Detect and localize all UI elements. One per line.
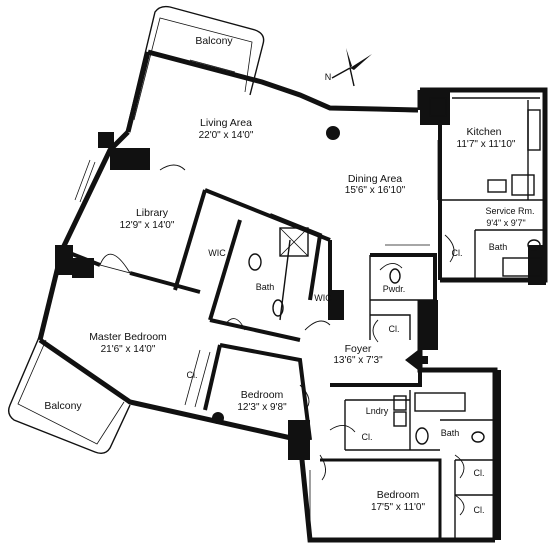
- living-area-dims: 22'0" x 14'0": [199, 130, 254, 141]
- service-bath-label: Bath: [489, 242, 508, 252]
- balcony-bottom-outline: [7, 334, 131, 455]
- sink-master: [272, 299, 284, 317]
- living-area-label: Living Area: [200, 117, 252, 129]
- powder-room-label: Pwdr.: [383, 284, 406, 294]
- service-room-label: Service Rm.: [485, 206, 534, 216]
- tub-bedroom: [414, 392, 466, 412]
- closet-service-label: Cl.: [452, 248, 463, 258]
- library-label: Library: [136, 207, 169, 219]
- tub-service: [502, 257, 542, 277]
- closet-bedroom2-b-label: Cl.: [474, 505, 485, 515]
- wic-label-2: WIC: [314, 293, 332, 303]
- library-dims: 12'9" x 14'0": [120, 220, 175, 231]
- entry-arrow-icon: [405, 350, 428, 370]
- compass-icon: N: [325, 48, 372, 87]
- balcony-top-outline: [127, 5, 265, 126]
- foyer-label: Foyer: [345, 343, 372, 355]
- windows: [41, 59, 439, 520]
- bedroom-1-dims: 12'3" x 9'8": [237, 402, 287, 413]
- wic-label-1: WIC: [208, 248, 226, 258]
- master-bedroom-label: Master Bedroom: [89, 331, 167, 343]
- closet-foyer-label: Cl.: [389, 324, 400, 334]
- balcony-bottom-label: Balcony: [44, 400, 82, 412]
- kitchen-dims: 11'7" x 11'10": [457, 139, 516, 150]
- compass-north-label: N: [325, 72, 332, 82]
- closet-bedroom2-a-label: Cl.: [474, 468, 485, 478]
- service-room-dims: 9'4" x 9'7": [486, 218, 525, 228]
- column-dining: [326, 126, 340, 140]
- closet-laundry-label: Cl.: [362, 432, 373, 442]
- bedroom-bath-label: Bath: [441, 428, 460, 438]
- master-bath-label: Bath: [256, 282, 275, 292]
- dining-area-label: Dining Area: [348, 173, 402, 185]
- toilet-bedroom: [471, 431, 485, 443]
- balcony-top-label: Balcony: [195, 35, 233, 47]
- laundry-label: Lndry: [366, 406, 389, 416]
- dining-area-dims: 15'6" x 16'10": [345, 185, 406, 196]
- column-bedroom: [212, 412, 224, 424]
- structural-columns: [55, 90, 546, 540]
- toilet-pwdr: [389, 268, 401, 284]
- sink-bedroom: [415, 427, 429, 445]
- toilet-master: [248, 253, 262, 271]
- bedroom-2-dims: 17'5" x 11'0": [371, 502, 426, 513]
- sink-service: [527, 239, 541, 251]
- master-bedroom-dims: 21'6" x 14'0": [101, 344, 156, 355]
- fixtures: [184, 97, 542, 445]
- door-swings: [99, 164, 465, 516]
- interior-walls: [61, 110, 545, 540]
- bedroom-1-label: Bedroom: [241, 389, 284, 401]
- bedroom-2-label: Bedroom: [377, 489, 420, 501]
- closet-master-label: Cl.: [187, 370, 198, 380]
- kitchen-label: Kitchen: [466, 126, 501, 138]
- foyer-dims: 13'6" x 7'3": [333, 355, 383, 366]
